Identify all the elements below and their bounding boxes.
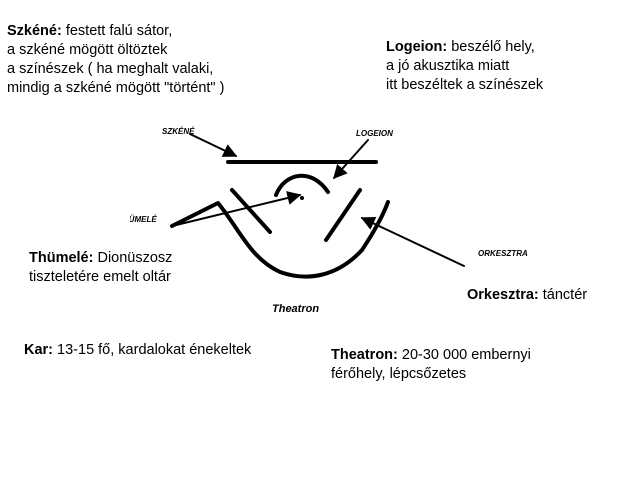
note-orkesztra-term: Orkesztra: [467, 287, 539, 303]
note-theatron-text-1: 20-30 000 embernyi [397, 347, 531, 363]
note-logeion-term: Logeion: [386, 39, 448, 55]
right-wing-line [324, 188, 362, 242]
note-szkene: Szkéné: festett falú sátor, a szkéné mög… [7, 22, 224, 98]
note-thumele-line-1: Thümelé: Dionüszosz [29, 249, 172, 268]
note-theatron-line-1: Theatron: 20-30 000 embernyi [331, 346, 531, 365]
logeion-arch [274, 173, 330, 197]
note-orkesztra: Orkesztra: tánctér [467, 286, 587, 305]
sketch-label-logeion: LOGEION [356, 129, 393, 138]
note-theatron-text-2: férőhely, lépcsőzetes [331, 366, 467, 382]
note-szkene-term: Szkéné: [7, 23, 62, 39]
note-szkene-text-4: mindig a szkéné mögött "történt" ) [7, 80, 225, 96]
note-thumele: Thümelé: Dionüszosz tiszteletére emelt o… [29, 249, 172, 287]
note-thumele-term: Thümelé: [29, 250, 94, 266]
note-orkesztra-line-1: Orkesztra: tánctér [467, 286, 587, 305]
note-logeion-line-1: Logeion: beszélő hely, [386, 38, 543, 57]
note-logeion-text-3: itt beszéltek a színészek [386, 77, 544, 93]
note-kar: Kar: 13-15 fő, kardalokat énekeltek [24, 341, 251, 360]
note-thumele-text-1: Dionüszosz [93, 250, 173, 266]
arrow-orkesztra [360, 217, 465, 267]
note-orkesztra-text-1: tánctér [538, 287, 588, 303]
note-logeion: Logeion: beszélő hely, a jó akusztika mi… [386, 38, 543, 95]
theatron-curve [170, 200, 390, 279]
arrow-logeion [333, 139, 369, 180]
note-theatron: Theatron: 20-30 000 embernyi férőhely, l… [331, 346, 531, 384]
note-logeion-text-2: a jó akusztika miatt [386, 58, 510, 74]
theatre-sketch: SZKÉNÉ LOGEION THÜMELÉ ORKESZTRA Theatro… [130, 127, 528, 315]
note-szkene-text-2: a szkéné mögött öltöztek [7, 42, 168, 58]
arrow-szkene [189, 133, 238, 157]
note-szkene-text-3: a színészek ( ha meghalt valaki, [7, 61, 214, 77]
arrow-thumele [171, 191, 302, 227]
sketch-label-thumele: THÜMELÉ [130, 215, 157, 224]
note-theatron-term: Theatron: [331, 347, 398, 363]
note-kar-term: Kar: [24, 342, 54, 358]
note-thumele-text-2: tiszteletére emelt oltár [29, 269, 171, 285]
note-kar-text-1: 13-15 fő, kardalokat énekeltek [53, 342, 252, 358]
sketch-label-theatron: Theatron [272, 303, 319, 315]
thumele-dot [300, 196, 304, 200]
left-wing-line [230, 188, 272, 234]
note-szkene-line-1: Szkéné: festett falú sátor, [7, 22, 224, 41]
note-szkene-text-1: festett falú sátor, [61, 23, 173, 39]
sketch-label-szkene: SZKÉNÉ [162, 127, 195, 136]
sketch-label-orkesztra: ORKESZTRA [478, 249, 528, 258]
note-logeion-text-1: beszélő hely, [447, 39, 535, 55]
note-kar-line-1: Kar: 13-15 fő, kardalokat énekeltek [24, 341, 251, 360]
